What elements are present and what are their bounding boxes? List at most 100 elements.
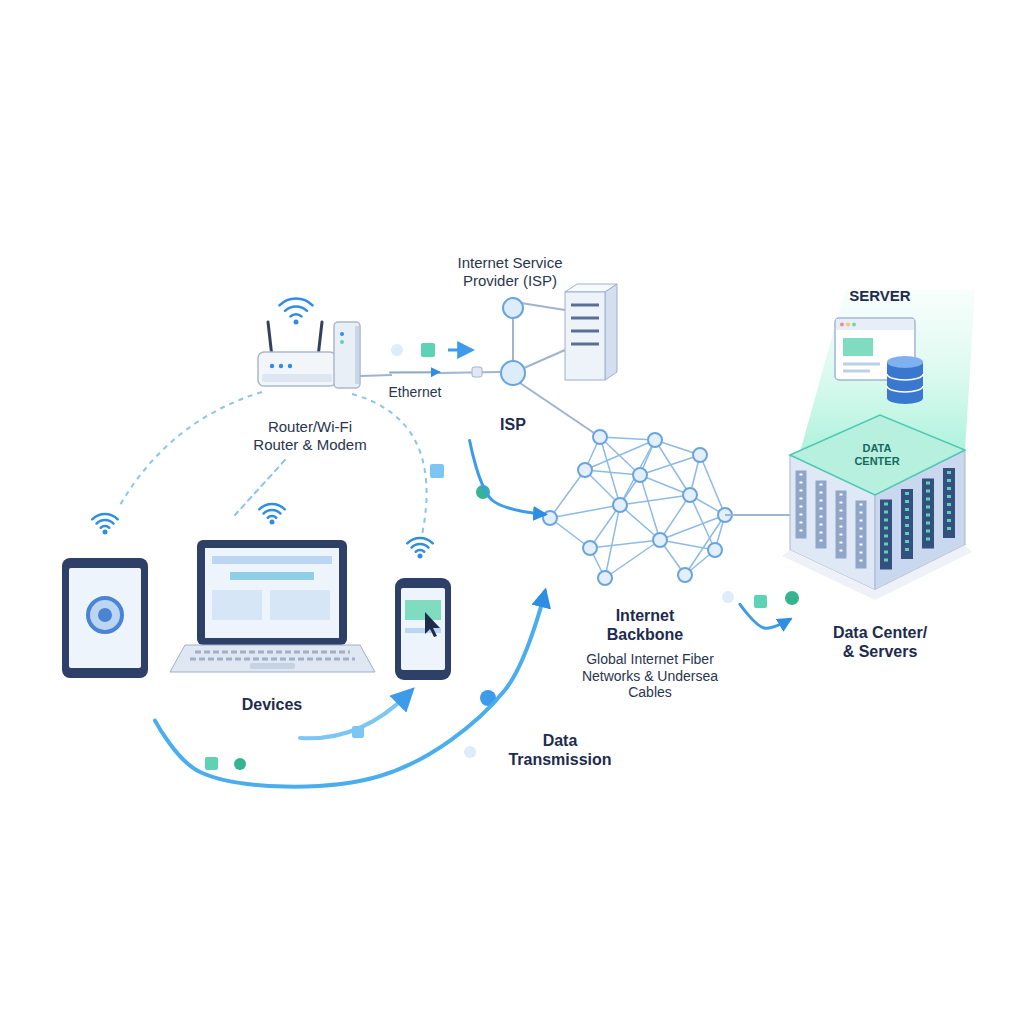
wifi-symbol [270,520,275,525]
connector [235,460,285,515]
flow-arrow [300,694,408,738]
data-center-building [884,503,888,567]
backbone-mesh [550,505,620,518]
wifi-symbol [412,544,429,548]
wifi-symbol [92,514,117,519]
database-icon [887,356,923,404]
roof-label: DATA CENTER [842,442,912,468]
isp-server [565,292,605,380]
server-window-icon [852,323,856,327]
server-window-icon [846,323,850,327]
backbone-mesh [593,430,607,444]
wifi-symbol [407,538,432,543]
backbone-link [725,515,800,516]
backbone-node: Internet BackboneGlobal Internet Fiber N… [545,450,740,707]
wifi-symbol [290,314,301,316]
isp-server [571,304,599,307]
ethernet-cable [448,349,468,352]
wifi-dashed-link [120,392,262,505]
phone-icon [405,600,441,620]
wifi-symbol [418,554,423,559]
laptop-icon [170,540,375,672]
isp-hub [501,361,525,385]
laptop-icon [230,572,314,580]
data-packet [234,758,246,770]
wifi-symbol [268,516,276,518]
edge-label: Ethernet [377,383,453,402]
laptop-icon [212,590,262,620]
data-center-building [836,491,847,559]
laptop-icon [250,663,295,669]
flow-arrow [300,694,408,738]
isp-hub [524,350,565,368]
backbone-mesh [700,455,725,515]
wifi-symbol [294,320,299,325]
router-label: Router/Wi-Fi Router & Modem [248,418,372,454]
backbone-link [725,514,800,516]
backbone-mesh [605,505,620,578]
isp-server [571,317,599,320]
backbone-mesh [708,543,722,557]
backbone-mesh [578,463,592,477]
server-window-icon [843,363,880,366]
isp-node: Internet Service Provider (ISP)ISP [439,245,600,441]
ethernet-cable [360,375,392,376]
backbone-mesh [683,488,697,502]
data-center-building [820,484,823,546]
connector [740,604,790,628]
backbone-mesh [648,433,662,447]
backbone-mesh [600,437,655,440]
data-packet [722,591,734,603]
phone-icon [405,628,441,633]
tablet-icon [69,568,141,668]
data-packet [754,595,767,608]
connector [390,371,439,373]
data-packet [430,464,444,478]
backbone-title: Internet Backbone [595,606,695,644]
backbone-mesh [640,455,700,475]
isp-server [571,330,599,333]
wifi-symbol [92,514,117,535]
wifi-symbol [103,530,108,535]
connector [470,441,545,515]
database-icon [887,386,923,392]
tablet-icon [62,558,148,678]
backbone-mesh [585,470,640,475]
database-icon [887,392,923,404]
modem-icon [334,322,360,388]
data-center-building [800,474,803,536]
router-icon [258,352,336,386]
data-center-building [856,501,867,569]
ethernet-cable [360,343,500,377]
laptop-icon [197,540,347,645]
ethernet-cable [472,367,482,377]
wifi-symbol [97,520,114,524]
isp-server [571,343,599,346]
data-center-node: SERVER DATA CENTER Data Center/ & Servers [790,280,985,670]
isp-label: ISP [491,415,535,434]
isp-hub [520,383,600,437]
data-packet [785,591,799,605]
server-label: SERVER [835,287,925,305]
ethernet-cable [391,344,403,356]
wifi-dashed-link [120,392,427,535]
laptop-icon [205,548,339,638]
devices-node: Devices [55,515,455,721]
backbone-mesh [620,495,690,505]
router-node: Router/Wi-Fi Router & Modem [240,285,390,460]
data-center-building [860,504,863,566]
wifi-symbol [259,504,284,525]
connectors [155,372,790,786]
server-window-icon [836,319,914,330]
ethernet-cable [421,343,435,357]
backbone-mesh [690,495,715,550]
backbone-mesh [585,440,655,470]
data-center-building [905,492,909,556]
laptop-icon [270,590,330,620]
server-window-icon [843,338,873,356]
data-packet [205,464,799,770]
modem-icon [334,322,360,388]
data-center-label: Data Center/ & Servers [827,623,933,661]
